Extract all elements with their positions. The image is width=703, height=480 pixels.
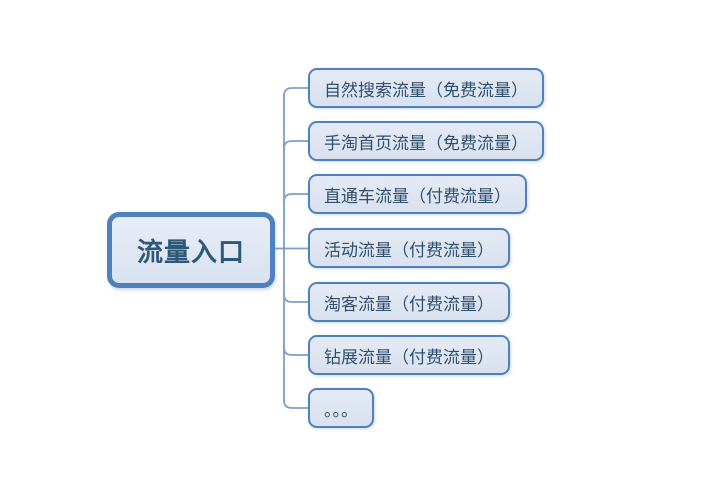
child-node-label: 活动流量（付费流量） [324,240,494,260]
child-node-label: 。。。 [324,400,358,420]
connector-branch-2 [283,140,310,150]
child-node-zuanzhan[interactable]: 钻展流量（付费流量） [308,335,510,375]
child-node-label: 淘客流量（付费流量） [324,294,494,314]
child-node-mobile-taobao-home[interactable]: 手淘首页流量（免费流量） [308,121,544,161]
child-node-label: 钻展流量（付费流量） [324,347,494,367]
child-node-activity[interactable]: 活动流量（付费流量） [308,228,510,268]
root-node-traffic-entry[interactable]: 流量入口 [107,212,275,288]
root-node-label: 流量入口 [136,236,245,267]
connector-branch-3 [283,193,310,203]
child-node-label: 自然搜索流量（免费流量） [324,80,528,100]
child-node-organic-search[interactable]: 自然搜索流量（免费流量） [308,68,544,108]
child-node-zhitongche[interactable]: 直通车流量（付费流量） [308,174,527,214]
connector-branch-5 [283,293,310,303]
connector-branch-1 [283,87,310,97]
connector-branch-6 [283,346,310,356]
child-node-label: 直通车流量（付费流量） [324,186,511,206]
child-node-label: 手淘首页流量（免费流量） [324,133,528,153]
child-node-taoke[interactable]: 淘客流量（付费流量） [308,282,510,322]
connector-branch-7 [283,399,310,409]
child-node-ellipsis[interactable]: 。。。 [308,388,374,428]
